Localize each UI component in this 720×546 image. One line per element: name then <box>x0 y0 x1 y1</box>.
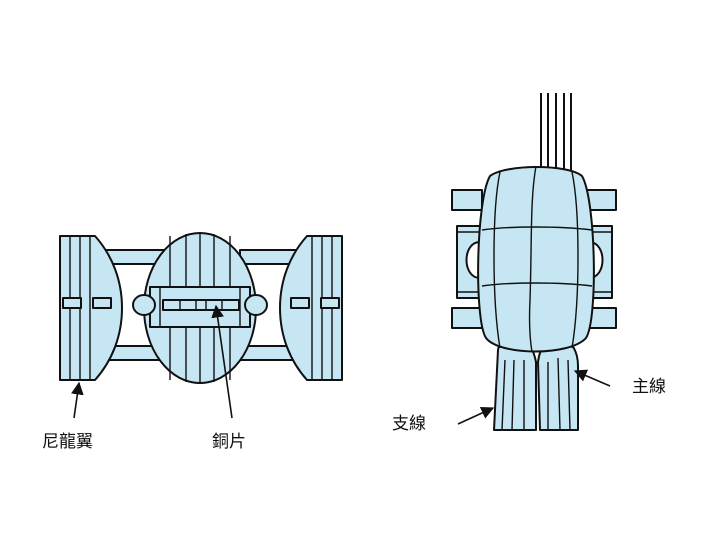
nylon-wing-label: 尼龍翼 <box>42 432 93 452</box>
left-nylon-wing <box>59 235 123 381</box>
copper-piece <box>162 299 240 311</box>
right-nylon-wing <box>279 235 343 381</box>
left-hinge-oval <box>132 294 156 316</box>
tab-bottom-left <box>451 307 483 329</box>
branch-wire-label: 支線 <box>392 414 426 434</box>
copper-piece-arrow <box>211 304 233 419</box>
copper-piece-label: 銅片 <box>212 432 246 452</box>
branch-wire-arrow <box>457 406 495 425</box>
right-hinge-oval <box>244 294 268 316</box>
tab-top-left <box>451 189 483 211</box>
open-connector <box>59 232 343 419</box>
closed-connector <box>451 93 617 431</box>
main-wire-label: 主線 <box>632 377 666 397</box>
connector-body <box>477 165 595 353</box>
main-wire-strands-top <box>540 93 572 172</box>
main-wire-arrow <box>573 369 611 387</box>
nylon-wing-arrow <box>71 381 84 419</box>
